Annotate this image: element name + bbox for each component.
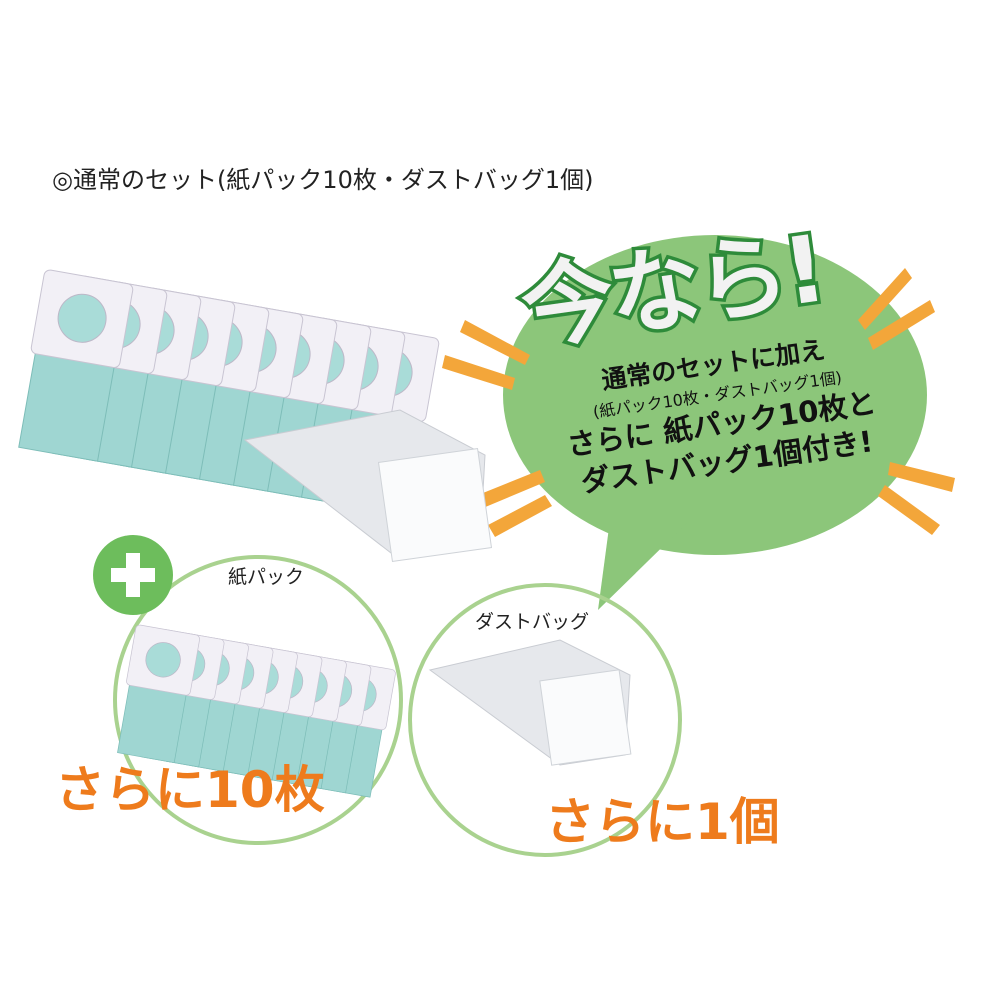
dust-bag-bottom <box>428 639 632 766</box>
paper-pack <box>117 624 200 764</box>
dust-bag-extra: さらに1個 <box>545 793 780 851</box>
dust-bag-top <box>243 409 493 563</box>
paper-pack <box>18 269 134 462</box>
paper-pack-extra: さらに10枚 <box>55 761 325 819</box>
paper-packs-bottom <box>117 624 396 798</box>
burst-lines <box>442 268 955 537</box>
plus-icon <box>93 535 173 615</box>
paper-pack-circle <box>113 555 403 845</box>
dust-bag-label: ダストバッグ <box>475 611 590 633</box>
speech-bubble <box>503 235 927 610</box>
set-heading: ◎通常のセット(紙パック10枚・ダストバッグ1個) <box>52 166 594 194</box>
dust-bag-circle <box>408 583 682 857</box>
paper-pack-label: 紙パック <box>228 566 305 588</box>
